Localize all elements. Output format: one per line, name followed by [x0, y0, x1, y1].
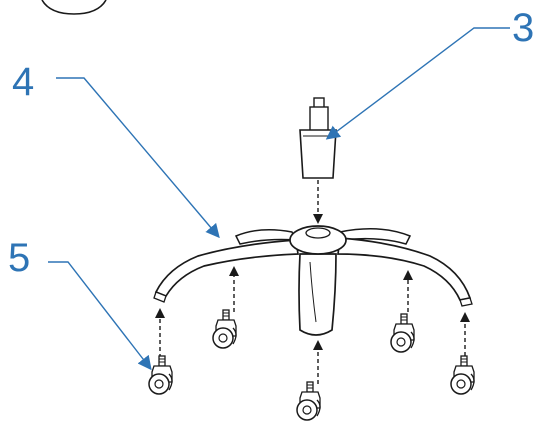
callout-leader-3 [325, 27, 510, 140]
callout-leader-4 [56, 77, 220, 239]
callout-leaders [48, 27, 510, 371]
five-star-base [153, 225, 473, 336]
caster-wheel [148, 355, 173, 395]
callout-leader-5 [48, 261, 152, 371]
partial-circle-outline [41, 0, 107, 15]
gas-lift-cylinder [299, 97, 337, 179]
callout-number-5: 5 [8, 236, 31, 280]
caster-wheel [212, 309, 237, 349]
caster-wheel [296, 381, 321, 421]
caster-wheel [390, 313, 415, 353]
callout-number-4: 4 [12, 60, 35, 104]
callout-number-3: 3 [512, 6, 535, 50]
assembly-arrows [155, 180, 470, 384]
caster-wheel [450, 355, 475, 395]
